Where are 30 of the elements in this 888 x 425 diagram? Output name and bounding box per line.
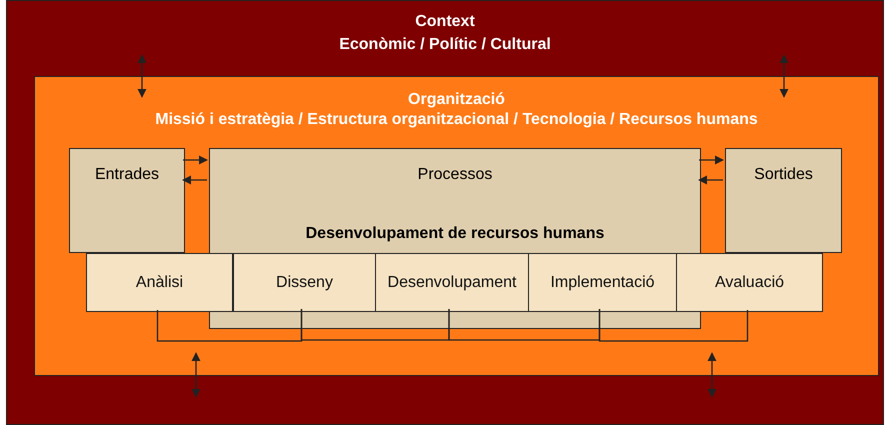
stage-box: Desenvolupament [375, 253, 529, 312]
context-panel [6, 0, 884, 425]
stage-box: Anàlisi [86, 253, 233, 312]
stage-box: Implementació [528, 253, 677, 312]
heading: Context [414, 13, 476, 31]
organization-panel [34, 76, 879, 376]
heading: Processos [416, 166, 494, 184]
stage-box: Disseny [233, 253, 376, 312]
subtitle: Econòmic / Polític / Cultural [338, 36, 552, 54]
arrow [699, 155, 724, 165]
heading: Entrades [94, 166, 160, 184]
connector-line [156, 309, 302, 342]
heading: Sortides [753, 166, 814, 184]
arrow [182, 175, 207, 185]
arrow [191, 352, 201, 398]
arrow [183, 155, 208, 165]
arrow [137, 54, 147, 98]
arrow [698, 175, 723, 185]
stage-box: Avaluació [676, 253, 823, 312]
subtitle: Missió i estratègia / Estructura organitzacional / Tecnologia / Recursos humans [154, 111, 759, 129]
arrow [707, 352, 717, 398]
connector-line [300, 309, 450, 341]
connector-line [448, 309, 600, 341]
process-box [209, 148, 701, 329]
process-box [725, 148, 842, 253]
process-box [69, 148, 185, 253]
subheading: Desenvolupament de recursos humans [304, 225, 606, 243]
connector-line [598, 309, 748, 342]
heading: Organització [407, 91, 506, 109]
arrow [779, 54, 789, 98]
